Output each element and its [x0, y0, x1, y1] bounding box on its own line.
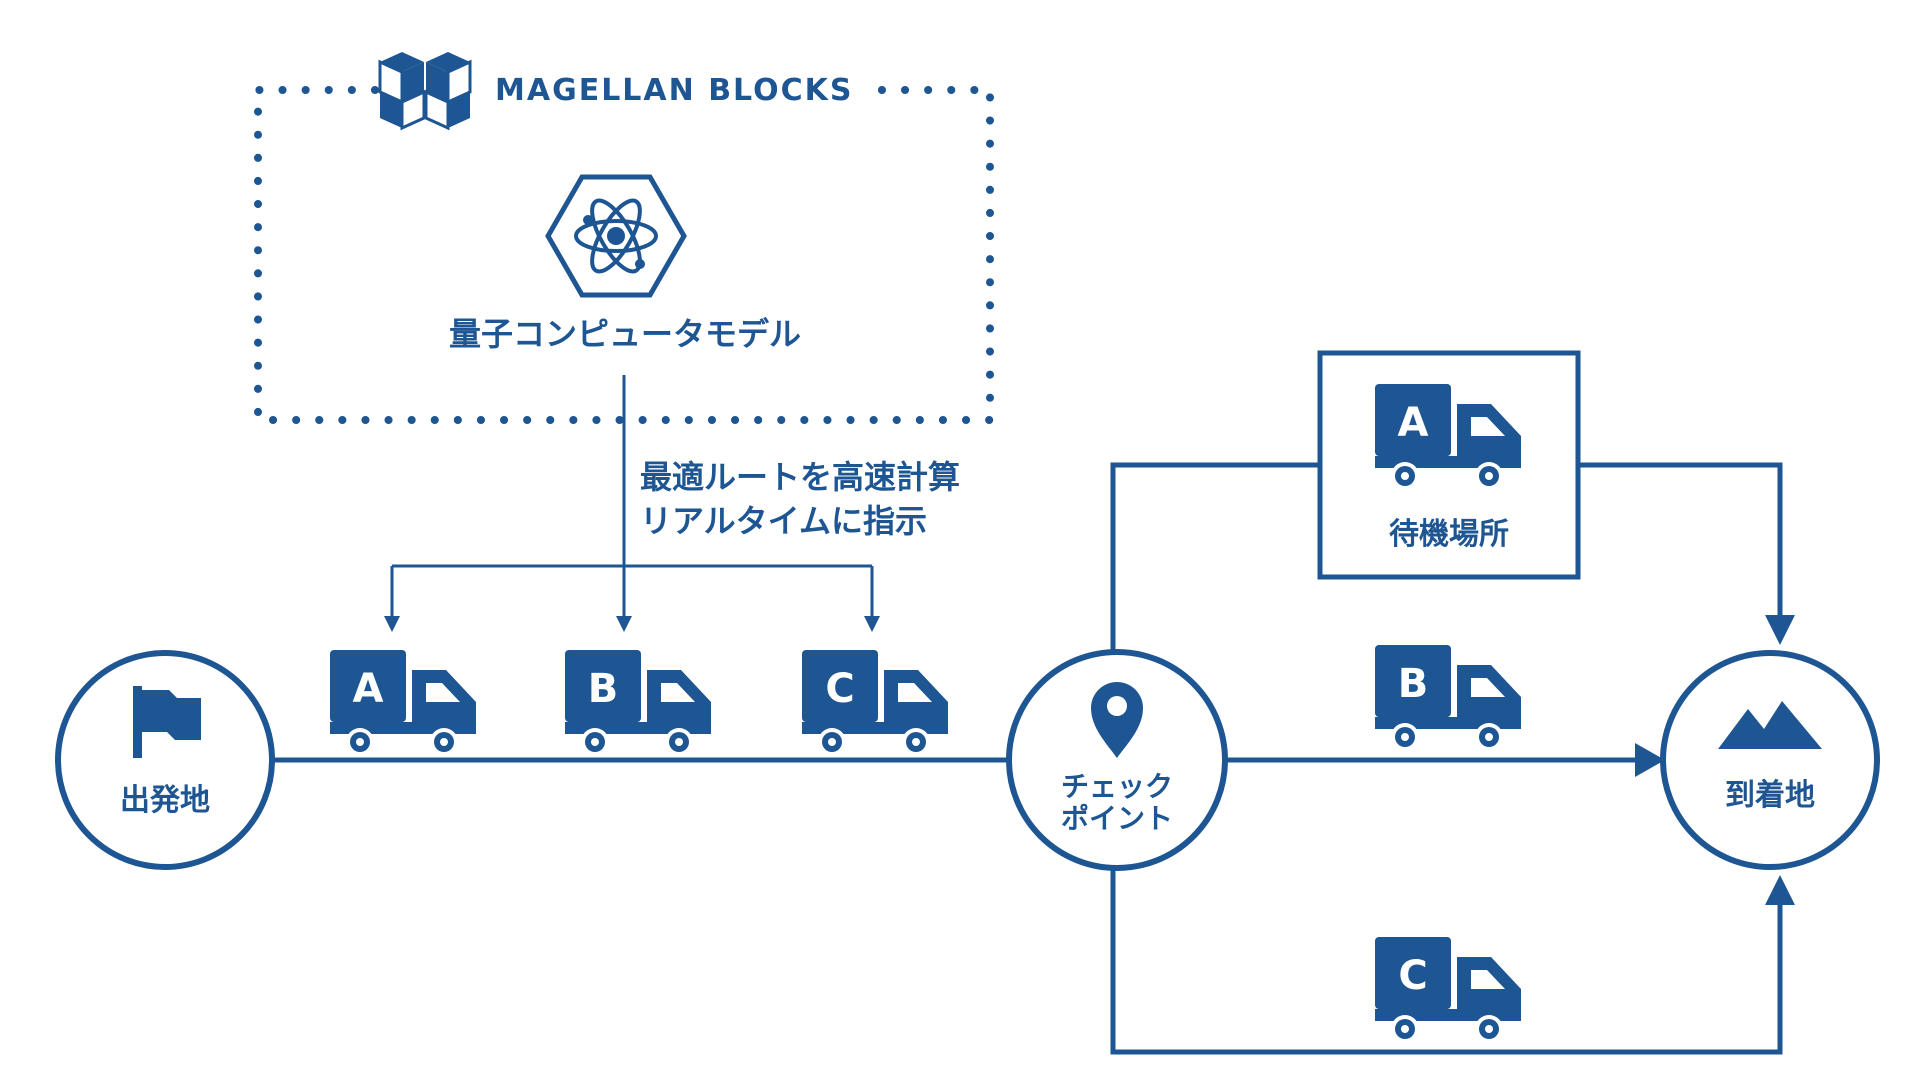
- atom-hexagon-icon: [545, 174, 687, 298]
- instruction-line-2: リアルタイムに指示: [640, 502, 927, 540]
- map-pin-icon: [1091, 682, 1143, 758]
- start-label: 出発地: [120, 783, 210, 818]
- brand-name: MAGELLAN BLOCKS: [495, 73, 853, 108]
- truck-letter: A: [353, 666, 384, 712]
- cube-logo-icon: [378, 52, 472, 131]
- truck-letter: A: [1398, 400, 1429, 446]
- checkpoint-label-2: ポイント: [1061, 802, 1173, 835]
- branch-routes: [1110, 462, 1795, 1055]
- destination-label: 到着地: [1725, 778, 1815, 813]
- truck-start-c: C: [802, 650, 948, 756]
- instruction-line-1: 最適ルートを高速計算: [640, 458, 960, 496]
- mountain-icon: [1718, 701, 1822, 749]
- checkpoint-label-1: チェック: [1061, 770, 1173, 803]
- standby-label: 待機場所: [1389, 517, 1509, 552]
- truck-lower-c: C: [1375, 937, 1521, 1043]
- truck-start-b: B: [565, 650, 711, 756]
- truck-start-a: A: [330, 650, 476, 756]
- destination-node: 到着地: [1660, 650, 1880, 870]
- start-node: 出発地: [55, 650, 275, 870]
- checkpoint-node: チェック ポイント: [1006, 649, 1228, 871]
- truck-letter: B: [588, 666, 619, 712]
- model-label: 量子コンピュータモデル: [449, 315, 801, 353]
- truck-standby-a: A: [1375, 384, 1521, 490]
- truck-letter: C: [825, 666, 854, 712]
- dotted-frame-border: [254, 86, 994, 424]
- blocks-frame: [254, 86, 994, 424]
- truck-middle-b: B: [1375, 645, 1521, 751]
- dispatch-connector: [384, 375, 880, 632]
- truck-letter: C: [1398, 953, 1427, 999]
- standby-box: A 待機場所: [1317, 350, 1581, 580]
- truck-letter: B: [1398, 661, 1429, 707]
- flag-icon: [133, 686, 201, 758]
